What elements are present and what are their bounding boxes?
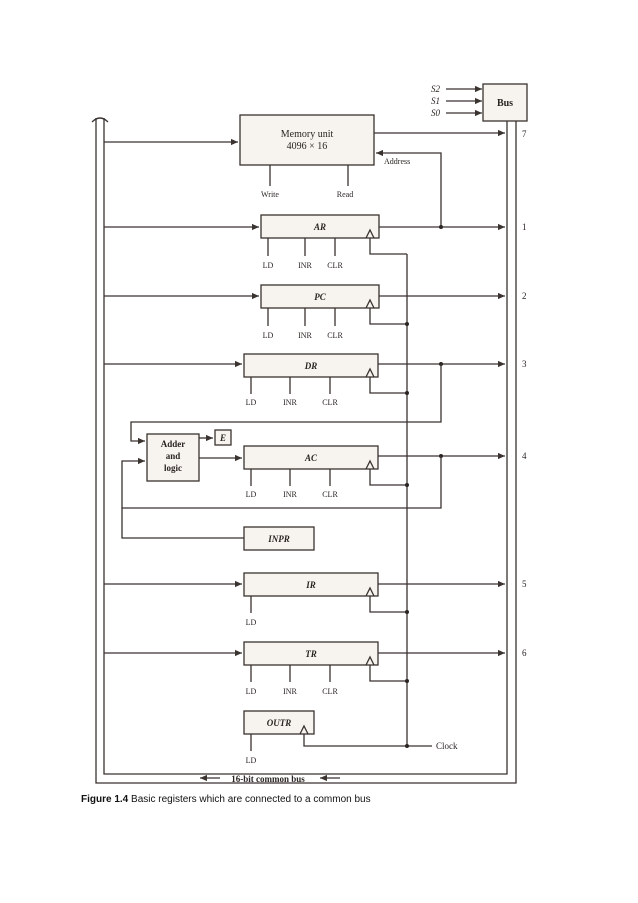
bus-label: Bus — [497, 98, 513, 109]
clock-junction-ac — [405, 483, 409, 487]
select-s2-label: S2 — [431, 84, 441, 94]
register-ir-label: IR — [305, 580, 316, 590]
register-pc-label: PC — [314, 292, 326, 302]
dr-to-adder-line — [130, 364, 442, 445]
adder-label-line3: logic — [164, 463, 182, 473]
memory-unit-box — [239, 114, 375, 166]
register-tr-clock-triangle — [365, 655, 375, 666]
bus-input-7: 7 — [522, 129, 527, 139]
bus-loop-inner — [103, 118, 508, 775]
register-ar-clock-triangle — [365, 228, 375, 239]
bus-input-6: 6 — [522, 648, 527, 658]
register-pc-clock-triangle — [365, 298, 375, 309]
clock-junction-tr — [405, 679, 409, 683]
register-outr-clock-triangle — [299, 724, 309, 735]
figure-caption: Figure 1.4 Basic registers which are con… — [81, 794, 371, 805]
outr-clock-line — [303, 734, 407, 747]
bus-input-3: 3 — [522, 359, 527, 369]
register-tr-label: TR — [305, 649, 317, 659]
dr-clock-line — [369, 377, 407, 394]
bus-cut-left — [91, 117, 109, 123]
clock-junction-ar — [405, 322, 409, 326]
ac-clock-line — [369, 469, 407, 486]
memory-address-line — [376, 149, 442, 227]
bus-loop-outer — [95, 118, 517, 784]
bus-bottom-label: 16-bit common bus — [231, 774, 305, 784]
register-ac-box — [243, 445, 379, 470]
register-dr-box — [243, 353, 379, 378]
ir-clock-line — [369, 596, 407, 613]
memory-read-label: Read — [337, 190, 353, 199]
pc-inr-label: INR — [298, 331, 312, 340]
adder-label-line2: and — [166, 451, 181, 461]
memory-write-label: Write — [261, 190, 279, 199]
register-outr-box — [243, 710, 315, 735]
adder-label-line1: Adder — [161, 439, 186, 449]
ar-clr-label: CLR — [327, 261, 343, 270]
memory-address-label: Address — [384, 157, 410, 166]
register-inpr-label: INPR — [267, 534, 290, 544]
pc-clock-line — [369, 308, 407, 325]
ir-ld-label: LD — [246, 618, 257, 627]
register-ir-clock-triangle — [365, 586, 375, 597]
bus-input-2: 2 — [522, 291, 527, 301]
clock-junction-outr — [405, 744, 409, 748]
ac-ld-label: LD — [246, 490, 257, 499]
tr-inr-label: INR — [283, 687, 297, 696]
bus-box — [482, 83, 528, 122]
e-flag-label: E — [219, 433, 226, 443]
register-outr-label: OUTR — [267, 718, 292, 728]
tr-clock-line — [369, 665, 407, 682]
ac-clr-label: CLR — [322, 490, 338, 499]
tr-ld-label: LD — [246, 687, 257, 696]
figure-caption-number: Figure 1.4 — [81, 794, 129, 805]
tr-clr-label: CLR — [322, 687, 338, 696]
select-s1-label: S1 — [431, 96, 440, 106]
select-s0-label: S0 — [431, 108, 441, 118]
register-dr-clock-triangle — [365, 367, 375, 378]
clock-junction-dr — [405, 391, 409, 395]
clock-junction-ir — [405, 610, 409, 614]
register-ac-clock-triangle — [365, 459, 375, 470]
bus-input-1: 1 — [522, 222, 527, 232]
bus-input-5: 5 — [522, 579, 527, 589]
dr-inr-label: INR — [283, 398, 297, 407]
outr-ld-label: LD — [246, 756, 257, 765]
figure-caption-text: Basic registers which are connected to a… — [131, 794, 371, 805]
memory-unit-size: 4096 × 16 — [287, 141, 328, 152]
memory-unit-title: Memory unit — [281, 129, 334, 140]
clock-label: Clock — [436, 741, 458, 751]
e-flag-box — [214, 429, 232, 446]
inpr-to-adder-line — [121, 508, 244, 539]
dr-clr-label: CLR — [322, 398, 338, 407]
register-bus-diagram: Bus S2 S1 S0 16-bit common bus Memory un… — [91, 83, 528, 784]
ar-inr-label: INR — [298, 261, 312, 270]
register-ac-label: AC — [304, 453, 318, 463]
register-dr-label: DR — [304, 361, 318, 371]
bus-input-4: 4 — [522, 451, 527, 461]
register-ar-label: AR — [313, 222, 326, 232]
ar-ld-label: LD — [263, 261, 274, 270]
dr-ld-label: LD — [246, 398, 257, 407]
ar-clock-line — [369, 238, 407, 255]
pc-ld-label: LD — [263, 331, 274, 340]
ar-address-junction — [439, 225, 443, 229]
ac-inr-label: INR — [283, 490, 297, 499]
pc-clr-label: CLR — [327, 331, 343, 340]
